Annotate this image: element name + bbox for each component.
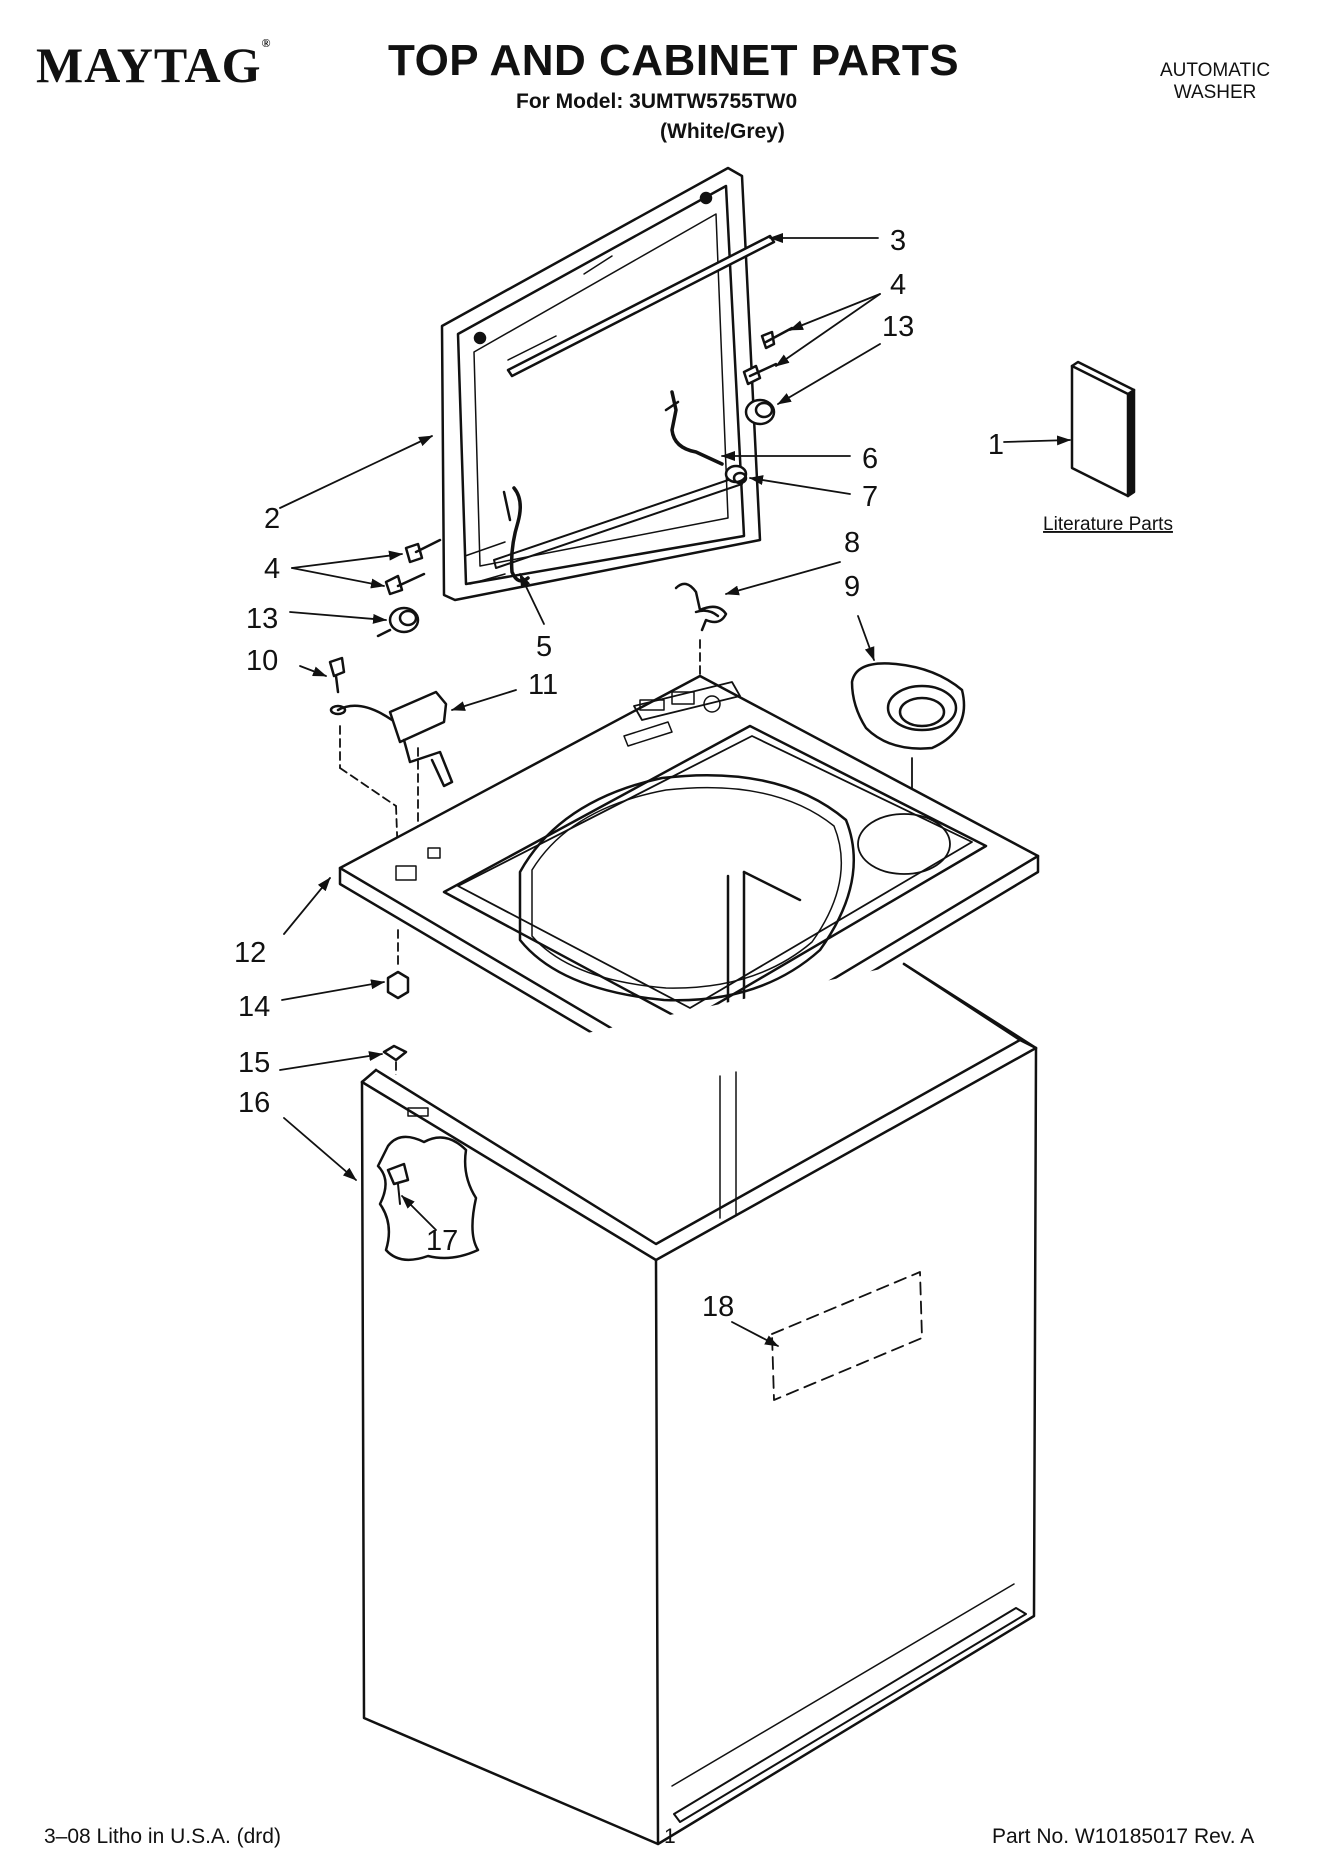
callout-12: 12 <box>234 937 266 969</box>
callout-15: 15 <box>238 1047 270 1079</box>
callout-18: 18 <box>702 1291 734 1323</box>
lid-switch-11 <box>336 690 454 861</box>
brand-logo: MAYTAG® <box>36 36 272 93</box>
callout-13-upper: 13 <box>882 311 914 343</box>
callout-10: 10 <box>246 645 278 677</box>
screw-4-lower-b <box>384 572 426 596</box>
callout-6: 6 <box>862 443 878 475</box>
callout-5: 5 <box>536 631 552 663</box>
screw-4-lower-a <box>404 538 442 564</box>
callout-1: 1 <box>988 429 1004 461</box>
screw-4-upper-a <box>760 326 794 350</box>
bracket-8 <box>674 582 728 677</box>
product-type-line1: AUTOMATIC <box>1160 60 1271 81</box>
grommet-13-lower <box>376 606 420 638</box>
screw-10 <box>328 656 347 716</box>
product-type-line2: WASHER <box>1173 82 1257 103</box>
callout-4-lower: 4 <box>264 553 280 585</box>
hinge-6 <box>664 390 724 466</box>
page-number: 1 <box>664 1825 676 1848</box>
washer-lid <box>440 166 762 602</box>
callout-8: 8 <box>844 527 860 559</box>
cutaway-17 <box>376 1135 480 1262</box>
callout-17: 17 <box>426 1225 458 1257</box>
callout-13-lower: 13 <box>246 603 278 635</box>
screw-4-upper-b <box>742 362 778 386</box>
page-title: TOP AND CABINET PARTS <box>388 36 960 85</box>
callout-3: 3 <box>890 225 906 257</box>
callout-14: 14 <box>238 991 270 1023</box>
cabinet-16 <box>360 962 1038 1846</box>
nut-14 <box>386 929 410 1000</box>
callout-numbers: 1 2 3 4 13 6 7 4 13 5 8 9 10 11 12 14 15… <box>234 225 1173 1323</box>
callout-9: 9 <box>844 571 860 603</box>
grommet-13-upper <box>744 398 776 426</box>
product-type: AUTOMATIC WASHER <box>1160 60 1270 104</box>
model-color: (White/Grey) <box>660 120 785 143</box>
literature-pack <box>1070 360 1136 498</box>
callout-2: 2 <box>264 503 280 535</box>
callout-4-upper: 4 <box>890 269 906 301</box>
bumper-7 <box>724 464 748 485</box>
part-number: Part No. W10185017 Rev. A <box>992 1825 1255 1848</box>
hinge-5 <box>502 486 530 583</box>
model-number: For Model: 3UMTW5755TW0 <box>516 90 798 113</box>
callout-7: 7 <box>862 481 878 513</box>
literature-parts-label: Literature Parts <box>1043 514 1173 535</box>
leader-arrows <box>279 233 1071 1347</box>
print-info: 3–08 Litho in U.S.A. (drd) <box>44 1825 281 1848</box>
callout-16: 16 <box>238 1087 270 1119</box>
callout-11: 11 <box>528 669 558 701</box>
label-outline-18 <box>771 1271 923 1401</box>
